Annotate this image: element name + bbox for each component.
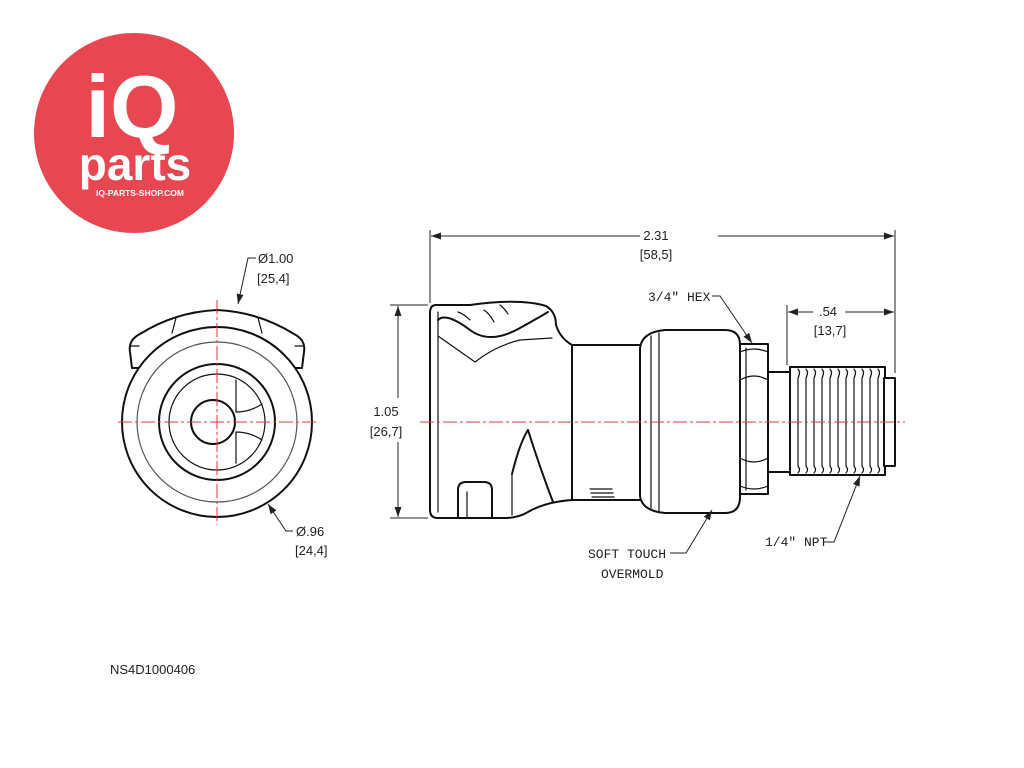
overall-length-imperial: 2.31 bbox=[643, 228, 668, 243]
latch-grip-upper bbox=[437, 311, 549, 338]
brand-logo: iQ parts IQ-PARTS-SHOP.COM bbox=[34, 33, 234, 233]
latch-wedge bbox=[511, 429, 554, 503]
latch-slot bbox=[457, 481, 493, 519]
logo-line1: iQ bbox=[86, 57, 179, 156]
inner-diameter-leader bbox=[267, 503, 293, 532]
thread-length-metric: [13,7] bbox=[814, 323, 847, 338]
overmold-callout-line1: SOFT TOUCH bbox=[588, 547, 666, 562]
logo-website: IQ-PARTS-SHOP.COM bbox=[96, 188, 184, 198]
end-view-slot bbox=[235, 379, 263, 464]
inner-diameter-metric: [24,4] bbox=[295, 543, 328, 558]
thread-leader bbox=[823, 475, 861, 543]
barrel-ridges bbox=[589, 488, 615, 498]
logo-line2: parts bbox=[79, 138, 191, 190]
overall-length-metric: [58,5] bbox=[640, 247, 673, 262]
thread-callout: 1/4" NPT bbox=[765, 535, 828, 550]
grip-marks bbox=[457, 304, 509, 323]
overmold-leader bbox=[670, 509, 713, 554]
hex-flats bbox=[739, 347, 769, 491]
outer-diameter-imperial: Ø1.00 bbox=[258, 251, 293, 266]
latch-grip-lower bbox=[437, 335, 553, 363]
outer-diameter-metric: [25,4] bbox=[257, 271, 290, 286]
hex-leader bbox=[712, 295, 753, 344]
logo-circle bbox=[34, 33, 234, 233]
overmold-callout-line2: OVERMOLD bbox=[601, 567, 664, 582]
thread-length-imperial: .54 bbox=[819, 304, 837, 319]
flange-ridge-right bbox=[257, 317, 263, 334]
inner-diameter-imperial: Ø.96 bbox=[296, 524, 324, 539]
side-view bbox=[429, 300, 896, 519]
overall-height-imperial: 1.05 bbox=[373, 404, 398, 419]
hex-callout: 3/4" HEX bbox=[648, 290, 711, 305]
thread-crest-line bbox=[877, 368, 881, 474]
flange-ridge-left bbox=[171, 317, 177, 334]
part-number: NS4D1000406 bbox=[110, 662, 195, 677]
overall-height-metric: [26,7] bbox=[370, 424, 403, 439]
hex-nut bbox=[739, 343, 769, 495]
coupling-nose bbox=[429, 300, 573, 519]
outer-diameter-leader bbox=[236, 257, 256, 305]
